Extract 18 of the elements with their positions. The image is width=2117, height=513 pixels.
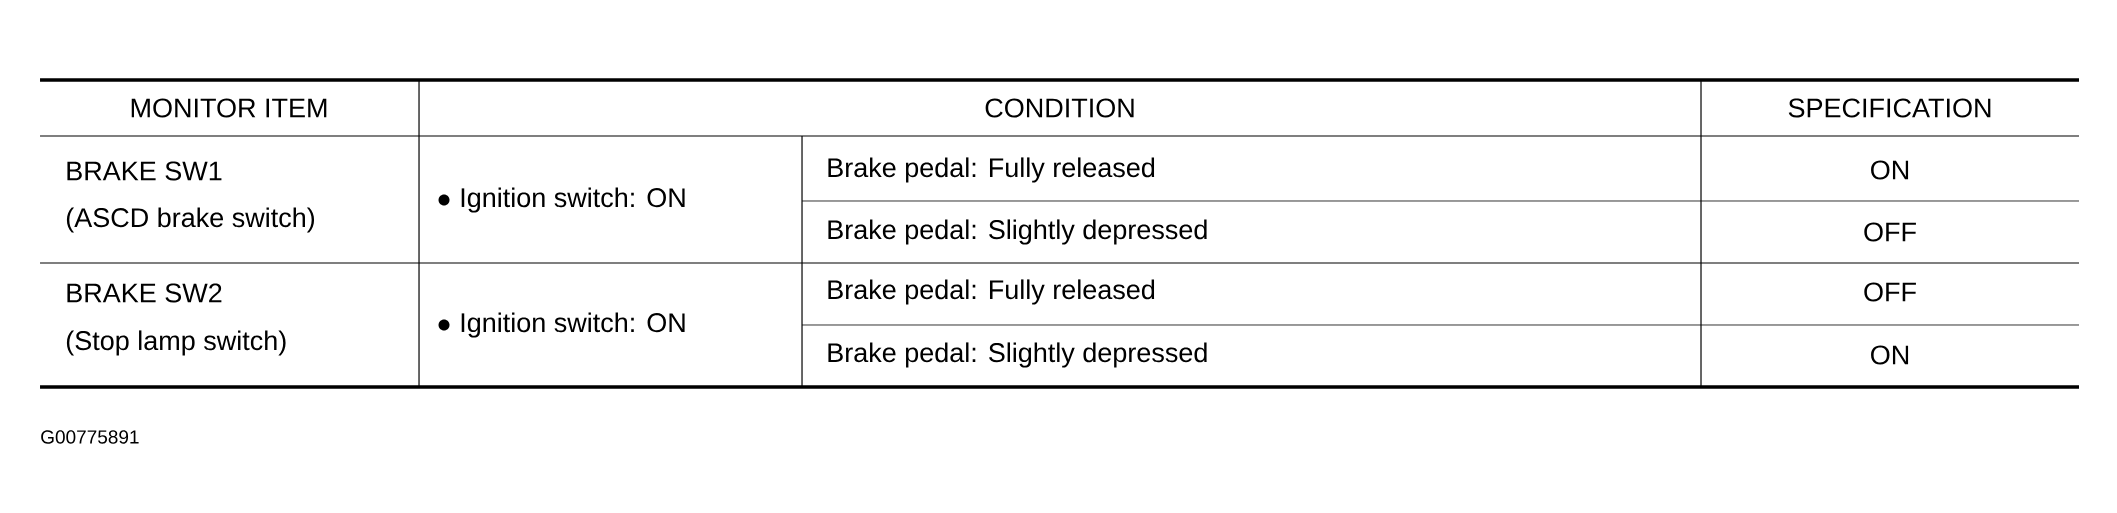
- table-cell: Brake pedal: Slightly depressed: [828, 342, 1207, 368]
- table-cell: Brake pedal: Fully released: [828, 279, 1155, 305]
- table-cell: BRAKE SW1: [67, 161, 222, 181]
- table-cell: OFF: [1864, 282, 1916, 302]
- table-cell: (ASCD brake switch): [66, 207, 315, 233]
- table-cell: BRAKE SW2: [67, 283, 222, 303]
- table-cell: Ignition switch: ON: [461, 312, 685, 338]
- table-cell: Brake pedal: Fully released: [828, 157, 1155, 183]
- column-header: CONDITION: [985, 98, 1134, 118]
- figure-id: G00775891: [41, 430, 139, 444]
- table-cell: Brake pedal: Slightly depressed: [828, 219, 1207, 245]
- table-cell: OFF: [1864, 222, 1916, 242]
- column-header: MONITOR ITEM: [131, 98, 327, 118]
- table-cell: ON: [1871, 160, 1909, 180]
- column-header: SPECIFICATION: [1788, 98, 1991, 118]
- table-cell: Ignition switch: ON: [461, 187, 685, 213]
- table-cell: ON: [1871, 345, 1909, 365]
- table-cell: (Stop lamp switch): [66, 330, 286, 356]
